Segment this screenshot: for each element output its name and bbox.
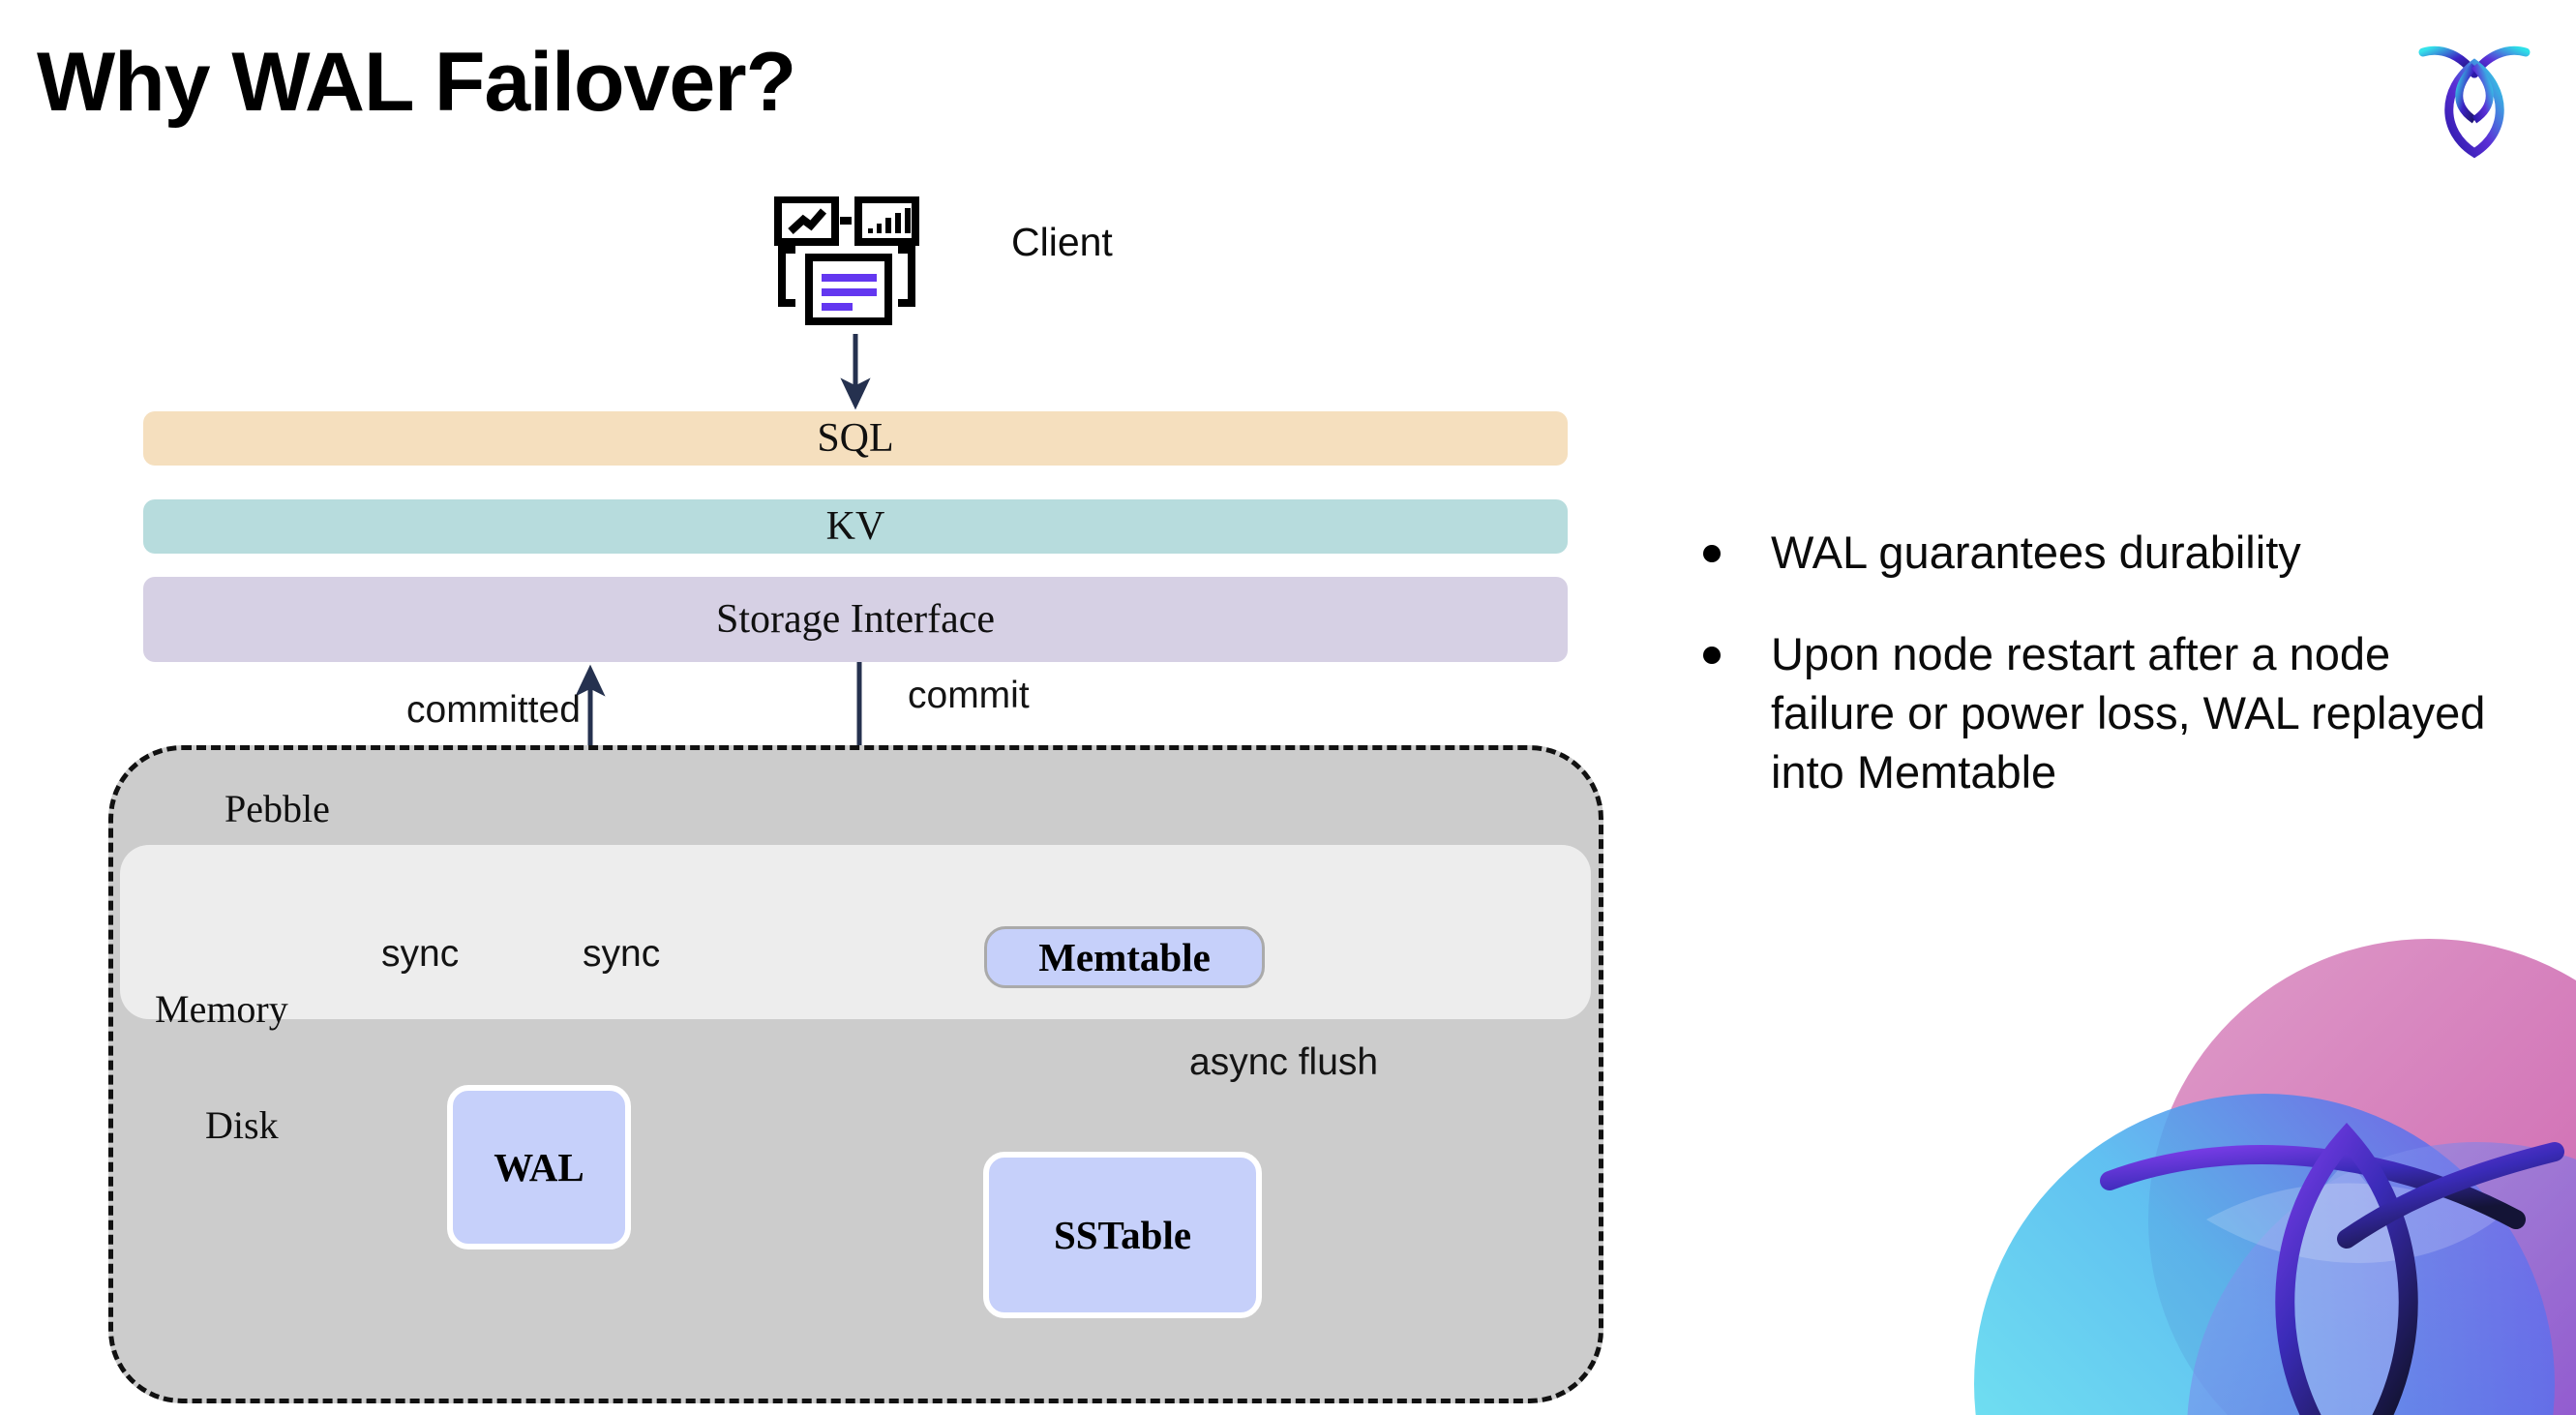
memory-label: Memory bbox=[155, 987, 288, 1031]
disk-label: Disk bbox=[205, 1103, 279, 1147]
client-devices-icon bbox=[774, 196, 924, 332]
layer-bar-storage-interface: Storage Interface bbox=[143, 577, 1568, 662]
node-memtable: Memtable bbox=[984, 926, 1265, 988]
edge-label-sync-left: sync bbox=[381, 933, 460, 975]
node-wal: WAL bbox=[447, 1085, 631, 1249]
layer-bar-sql: SQL bbox=[143, 411, 1568, 466]
edge-label-sync-right: sync bbox=[583, 933, 661, 975]
pebble-label: Pebble bbox=[225, 787, 330, 830]
architecture-diagram: Client SQL KV Storage Interface Pebble M… bbox=[108, 196, 1603, 1403]
bullet-text: Upon node restart after a node failure o… bbox=[1771, 628, 2486, 798]
layer-bar-sql-label: SQL bbox=[817, 416, 894, 461]
layer-bar-kv-label: KV bbox=[825, 504, 885, 549]
edge-label-async-flush: async flush bbox=[1189, 1041, 1379, 1083]
bullet-text: WAL guarantees durability bbox=[1771, 527, 2301, 578]
bullet-list: WAL guarantees durability Upon node rest… bbox=[1703, 523, 2516, 844]
node-sstable: SSTable bbox=[983, 1152, 1262, 1318]
bullet-dot-icon bbox=[1703, 545, 1721, 562]
cockroachdb-logo bbox=[2411, 31, 2537, 159]
layer-bar-storage-interface-label: Storage Interface bbox=[716, 597, 995, 642]
decorative-leaf-motif bbox=[1974, 929, 2576, 1415]
node-sstable-label: SSTable bbox=[1053, 1213, 1192, 1257]
page-title: Why WAL Failover? bbox=[37, 36, 796, 129]
pebble-container bbox=[108, 745, 1603, 1403]
client-label: Client bbox=[1011, 220, 1113, 264]
layer-bar-kv: KV bbox=[143, 499, 1568, 554]
bullet-dot-icon bbox=[1703, 647, 1721, 665]
edge-label-committed: committed bbox=[406, 689, 581, 731]
memory-band bbox=[120, 845, 1591, 1019]
edge-label-commit: commit bbox=[908, 675, 1030, 716]
list-item: WAL guarantees durability bbox=[1703, 523, 2516, 582]
node-wal-label: WAL bbox=[494, 1145, 584, 1189]
node-memtable-label: Memtable bbox=[1038, 935, 1211, 979]
list-item: Upon node restart after a node failure o… bbox=[1703, 624, 2516, 801]
